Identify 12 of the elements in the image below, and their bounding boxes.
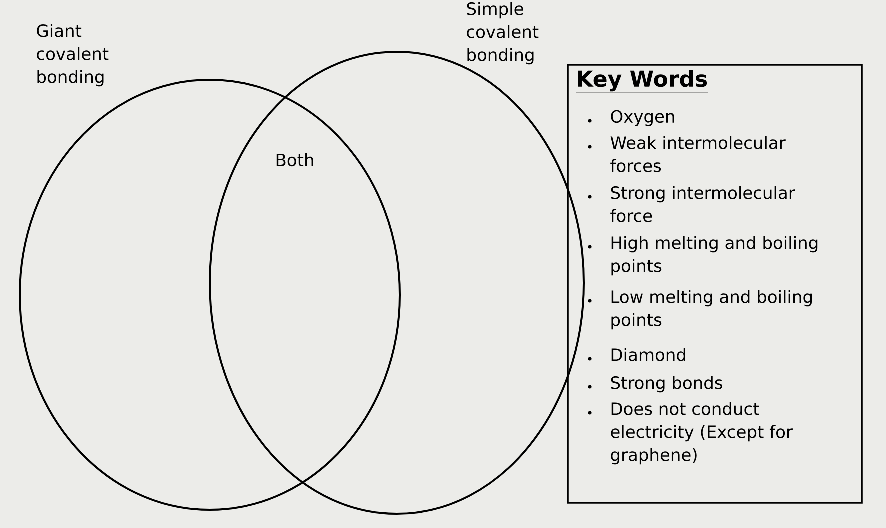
circle-heading: Giant covalent bonding [37,24,109,87]
list-item: Strong intermolecular force [610,186,796,222]
list-item: Strong bonds [611,376,722,393]
panel-heading: Key Words [576,70,708,94]
region-label: Both [276,153,314,167]
list-item: High melting and boiling points [612,236,818,276]
list-item: Low melting and boiling points [612,290,812,330]
list-item: Diamond [612,348,686,362]
list-item: Oxygen [611,110,674,126]
circle-heading: Simple covalent bonding [467,2,539,65]
list-item: Does not conduct electricity (Except for graphene) [611,402,793,465]
list-item: Weak intermolecular forces [610,136,786,172]
